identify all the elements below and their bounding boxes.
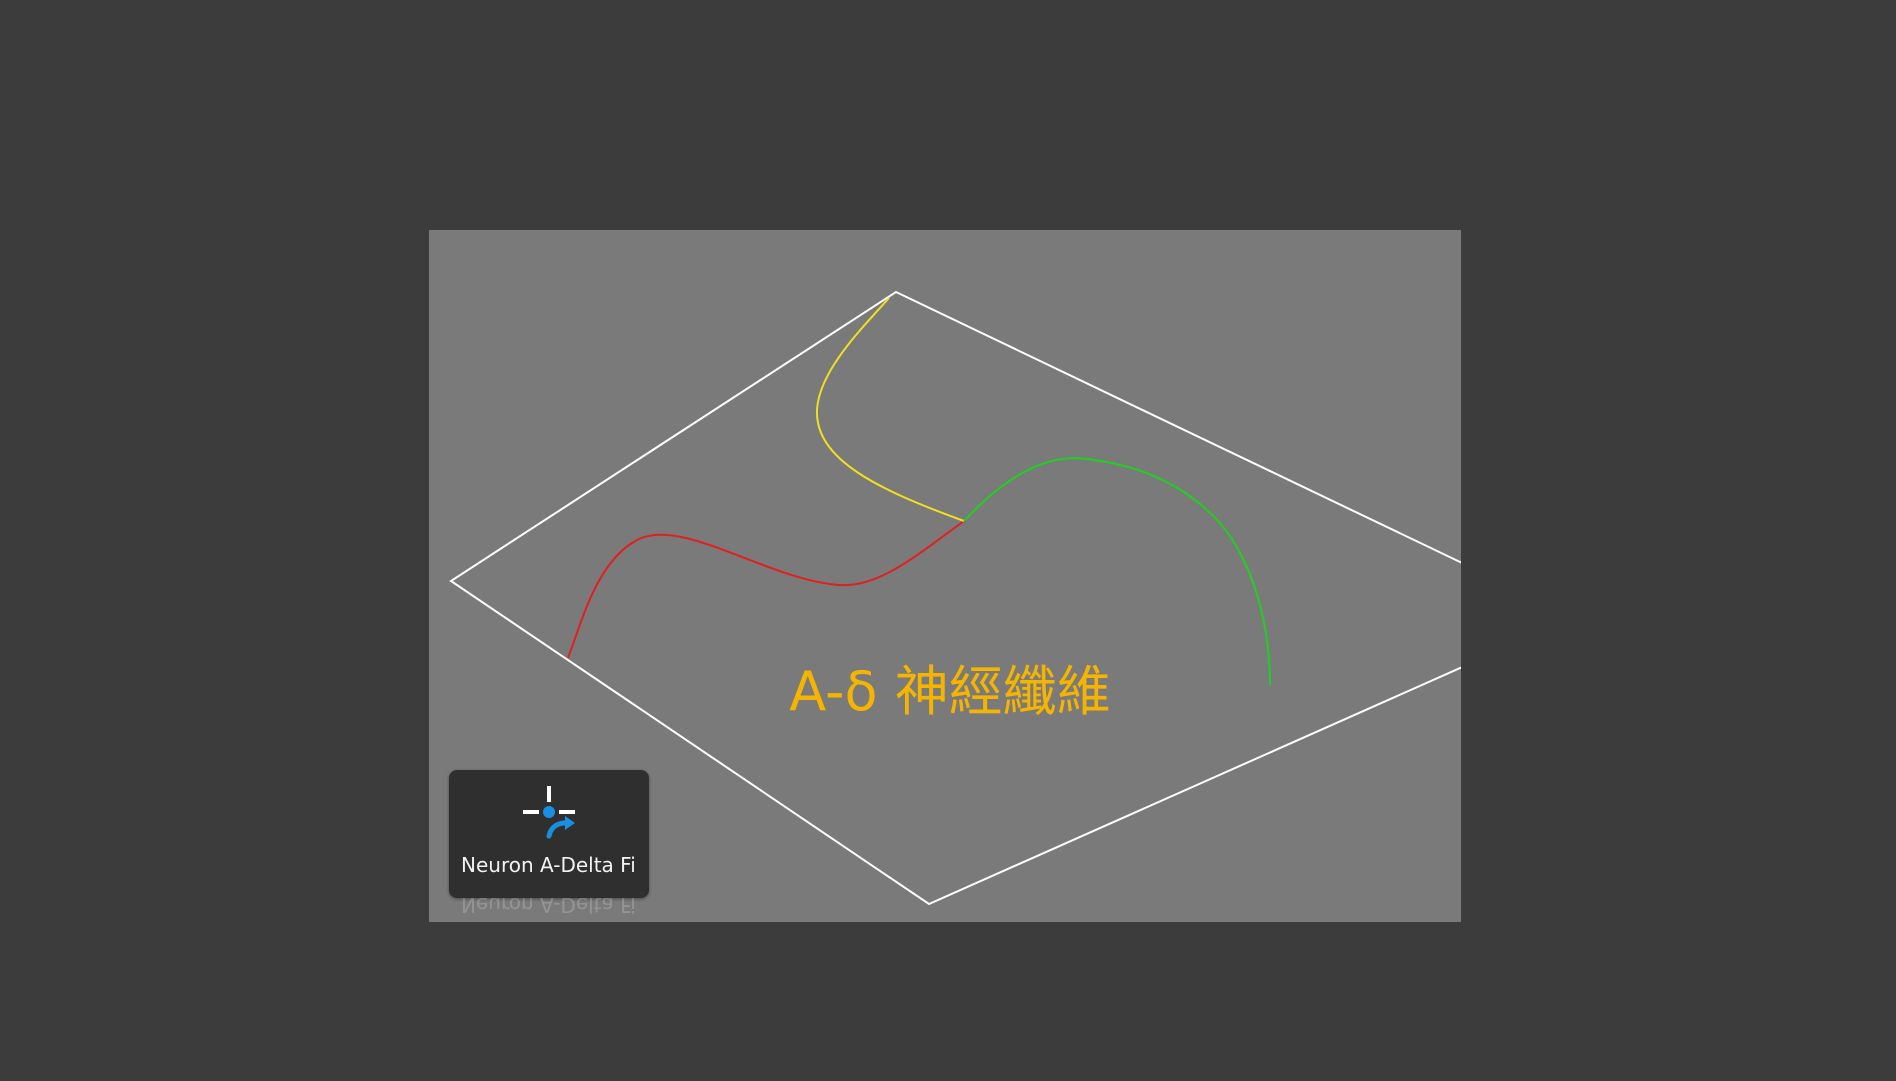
scene-title-label: A-δ 神經纖維 bbox=[789, 660, 1111, 723]
yellow-fiber-curve[interactable] bbox=[815, 297, 965, 522]
tool-button-label: Neuron A-Delta Fi bbox=[461, 853, 636, 877]
3d-viewport[interactable]: A-δ 神經纖維 Neuron A-Delta Fi Neuron A-Delt… bbox=[429, 230, 1461, 922]
red-fiber-curve[interactable] bbox=[567, 520, 965, 659]
ground-plane bbox=[449, 290, 1461, 906]
neuron-a-delta-fiber-tool-button[interactable]: Neuron A-Delta Fi bbox=[449, 770, 649, 898]
green-fiber-curve[interactable] bbox=[963, 457, 1271, 686]
scene-canvas[interactable] bbox=[429, 230, 1461, 922]
crosshair-redo-icon bbox=[523, 786, 575, 839]
tool-button-reflection-label: Neuron A-Delta Fi bbox=[461, 898, 636, 917]
tool-button-reflection: Neuron A-Delta Fi bbox=[449, 898, 649, 922]
